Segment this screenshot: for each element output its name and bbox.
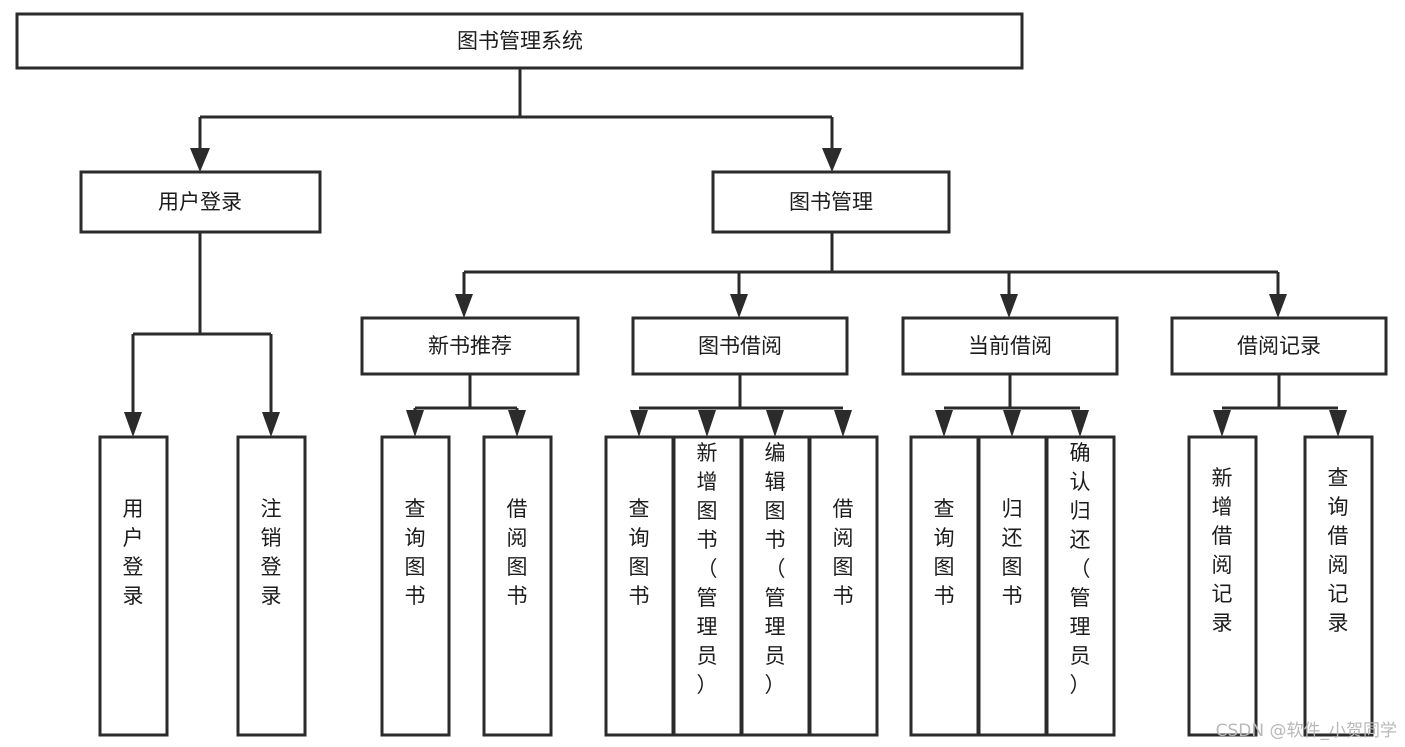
node-new-book-recommend[interactable]: 新书推荐: [360, 316, 580, 376]
leaf-logout[interactable]: 注销登录: [236, 435, 307, 737]
node-new-book-recommend-box[interactable]: [360, 316, 580, 376]
arrow-leaf-add-borrow-record: [1213, 410, 1231, 437]
leaf-query-book-3-label: 查询图书: [934, 497, 955, 608]
leaf-query-borrow-record-label: 查询借阅记录: [1328, 466, 1349, 635]
arrow-leaf-edit-book: [766, 410, 784, 437]
node-system-root-box[interactable]: [15, 12, 1024, 70]
leaf-borrow-book-2-label: 借阅图书: [833, 497, 854, 608]
node-current-borrow[interactable]: 当前借阅: [901, 316, 1119, 376]
node-book-borrow[interactable]: 图书借阅: [631, 316, 849, 376]
node-current-borrow-label: 当前借阅: [968, 334, 1052, 358]
node-borrow-record[interactable]: 借阅记录: [1170, 316, 1388, 376]
leaf-query-book-1[interactable]: 查询图书: [380, 435, 451, 737]
arrow-leaf-query-book-3: [935, 410, 953, 437]
node-borrow-record-box[interactable]: [1170, 316, 1388, 376]
arrow-leaf-borrow-book-1: [508, 410, 526, 437]
node-book-management-box[interactable]: [711, 170, 951, 234]
leaf-borrow-book-2-box[interactable]: [808, 435, 879, 737]
leaf-borrow-book-1-box[interactable]: [482, 435, 553, 737]
leaf-edit-book-admin[interactable]: 编辑图书（管理员）: [740, 435, 811, 737]
leaf-add-book-admin[interactable]: 新增图书（管理员）: [672, 435, 743, 737]
leaf-logout-box[interactable]: [236, 435, 307, 737]
arrow-leaf-confirm-return: [1071, 410, 1089, 437]
leaf-add-book-admin-box[interactable]: [672, 435, 743, 737]
leaf-edit-book-admin-box[interactable]: [740, 435, 811, 737]
arrow-leaf-user-login: [124, 412, 142, 437]
leaf-query-book-1-box[interactable]: [380, 435, 451, 737]
leaf-borrow-book-1[interactable]: 借阅图书: [482, 435, 553, 737]
node-book-borrow-box[interactable]: [631, 316, 849, 376]
leaf-query-book-2-label: 查询图书: [629, 497, 650, 608]
arrow-to-current-borrow: [1000, 294, 1018, 318]
arrow-leaf-return-book: [1003, 410, 1021, 437]
arrow-leaf-query-borrow-record: [1329, 410, 1347, 437]
arrow-leaf-add-book: [698, 410, 716, 437]
leaf-borrow-book-2[interactable]: 借阅图书: [808, 435, 879, 737]
arrow-to-book-borrow: [730, 294, 748, 318]
leaf-add-borrow-record-label: 新增借阅记录: [1212, 466, 1233, 635]
node-new-book-recommend-label: 新书推荐: [428, 334, 512, 358]
leaf-logout-label: 注销登录: [261, 497, 282, 608]
leaf-confirm-return-admin-box[interactable]: [1045, 435, 1116, 737]
leaf-user-login-box[interactable]: [98, 435, 169, 737]
leaf-query-book-2[interactable]: 查询图书: [604, 435, 675, 737]
node-system-root[interactable]: 图书管理系统: [15, 12, 1024, 70]
node-borrow-record-label: 借阅记录: [1237, 334, 1321, 358]
leaf-query-book-3[interactable]: 查询图书: [909, 435, 980, 737]
leaf-query-book-1-label: 查询图书: [405, 497, 426, 608]
leaf-return-book-label: 归还图书: [1002, 497, 1023, 608]
arrow-leaf-query-book-2: [630, 410, 648, 437]
leaf-confirm-return-admin-label: 确认归还（管理员）: [1070, 441, 1091, 697]
node-current-borrow-box[interactable]: [901, 316, 1119, 376]
leaf-edit-book-admin-label: 编辑图书（管理员）: [765, 441, 786, 697]
node-user-login-box[interactable]: [79, 170, 322, 234]
leaf-user-login-label: 用户登录: [123, 497, 144, 608]
leaf-query-borrow-record[interactable]: 查询借阅记录: [1303, 435, 1374, 737]
arrow-to-user-login: [190, 148, 210, 172]
leaf-add-borrow-record-box[interactable]: [1187, 435, 1258, 737]
node-system-root-label: 图书管理系统: [457, 29, 583, 53]
arrow-to-new-book: [455, 294, 473, 318]
leaf-query-borrow-record-box[interactable]: [1303, 435, 1374, 737]
arrow-to-borrow-record: [1269, 294, 1287, 318]
node-book-management-label: 图书管理: [789, 190, 873, 214]
arrow-leaf-query-book-1: [406, 410, 424, 437]
leaf-return-book[interactable]: 归还图书: [977, 435, 1048, 737]
arrow-leaf-logout: [262, 412, 280, 437]
leaf-user-login[interactable]: 用户登录: [98, 435, 169, 737]
arrow-leaf-borrow-book-2: [834, 410, 852, 437]
arrow-to-book-mgmt: [822, 148, 842, 172]
leaf-add-borrow-record[interactable]: 新增借阅记录: [1187, 435, 1258, 737]
node-book-management[interactable]: 图书管理: [711, 170, 951, 234]
node-user-login-label: 用户登录: [158, 190, 242, 214]
connector-layer: [124, 68, 1347, 437]
leaf-add-book-admin-label: 新增图书（管理员）: [697, 441, 718, 697]
node-user-login[interactable]: 用户登录: [79, 170, 322, 234]
node-book-borrow-label: 图书借阅: [698, 334, 782, 358]
leaf-confirm-return-admin[interactable]: 确认归还（管理员）: [1045, 435, 1116, 737]
leaf-borrow-book-1-label: 借阅图书: [507, 497, 528, 608]
leaf-query-book-2-box[interactable]: [604, 435, 675, 737]
